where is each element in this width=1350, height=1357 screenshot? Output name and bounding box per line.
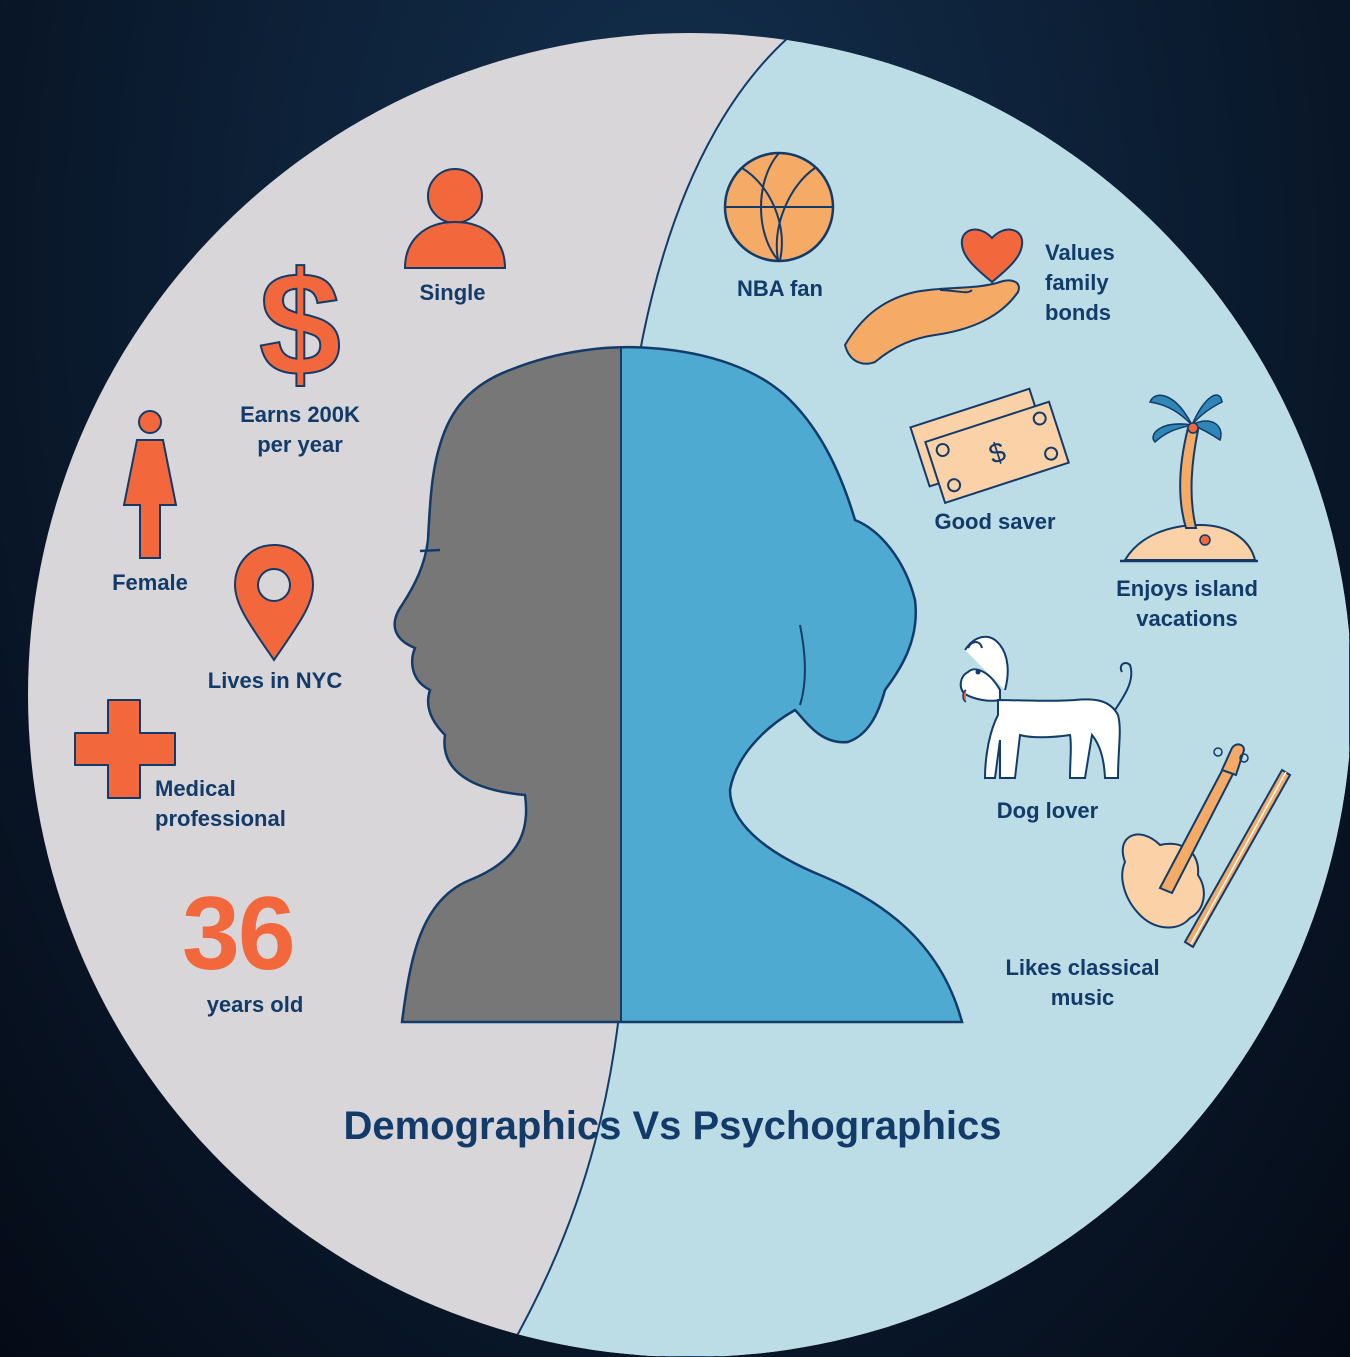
- page-title: Demographics Vs Psychographics: [343, 1104, 1002, 1148]
- location-label: Lives in NYC: [207, 668, 343, 693]
- age-number: 36: [182, 876, 296, 992]
- occupation-label-line2: professional: [155, 806, 286, 831]
- values-label-line1: Values: [1045, 240, 1115, 265]
- pet-label: Dog lover: [996, 798, 1099, 823]
- values-label-line3: bonds: [1045, 300, 1111, 325]
- age-label: years old: [206, 992, 304, 1017]
- income-label-line2: per year: [257, 432, 343, 457]
- values-label-line2: family: [1045, 270, 1109, 295]
- violin-icon: [1121, 743, 1292, 949]
- map-pin-icon: [233, 543, 315, 662]
- saver-label: Good saver: [934, 509, 1056, 534]
- basketball-icon: [723, 151, 835, 263]
- head-silhouette: [393, 345, 964, 1024]
- dollar-icon: $: [258, 241, 342, 408]
- sports-label: NBA fan: [737, 276, 823, 301]
- music-label-line1: Likes classical: [1005, 955, 1160, 980]
- single-label: Single: [419, 280, 486, 305]
- dog-icon: [959, 635, 1133, 779]
- vacation-label-line1: Enjoys island: [1116, 576, 1258, 601]
- female-icon: [122, 410, 178, 559]
- music-label-line2: music: [1050, 985, 1115, 1010]
- vacation-label-line2: vacations: [1136, 606, 1238, 631]
- medical-cross-icon: [74, 699, 176, 799]
- person-icon: [403, 168, 507, 269]
- palm-island-icon: [1120, 394, 1258, 563]
- income-label-line1: Earns 200K: [240, 402, 360, 427]
- money-bills-icon: $: [909, 387, 1071, 505]
- occupation-label-line1: Medical: [155, 776, 236, 801]
- gender-label: Female: [112, 570, 188, 595]
- heart-hand-icon: [843, 228, 1024, 365]
- svg-text:$: $: [259, 242, 341, 407]
